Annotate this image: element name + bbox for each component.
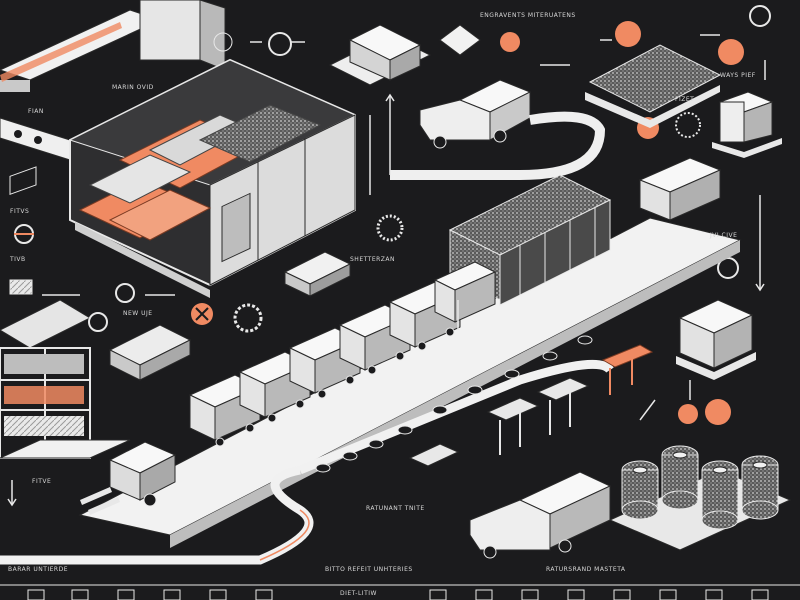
left-tag-1: FIAN xyxy=(28,108,44,115)
left-tag-2: FITVS xyxy=(10,208,30,215)
forklift xyxy=(80,441,177,515)
container-train xyxy=(188,261,497,447)
bottom-left-caption: BARAR UNTIERDE xyxy=(8,566,69,573)
conveyor-boxes-right xyxy=(638,157,722,221)
left-icons xyxy=(9,166,37,295)
gravel-pallet xyxy=(585,44,722,128)
status-icons xyxy=(88,214,404,333)
flow-arrows xyxy=(7,34,766,507)
warehouse-caption: MARIN OVID xyxy=(112,84,154,91)
delivery-truck-top xyxy=(419,79,532,149)
overhead-gantry xyxy=(0,0,226,161)
footer-strip xyxy=(0,584,800,600)
warehouse xyxy=(68,58,357,298)
right-tag-2: FIZET xyxy=(675,96,695,103)
right-tag-1: WAYS PIEF xyxy=(720,72,756,79)
coil-stacks xyxy=(608,445,792,551)
right-box-stack xyxy=(712,91,782,158)
top-icons xyxy=(213,5,771,425)
bottom-right-caption: RATURSRAND MASTETA xyxy=(546,566,626,573)
right-tag-3: JVI CIVE xyxy=(710,232,738,239)
tray-stack xyxy=(108,324,192,381)
bottom-center-caption: RATUNANT TNITE xyxy=(366,505,425,512)
route-markers xyxy=(315,335,593,473)
bottom-mid-caption: BITTO REFEIT UNHTERIES xyxy=(325,566,413,573)
parcel-group-center xyxy=(283,251,352,297)
top-right-caption: ENGRAVENTS MITERUATENS xyxy=(480,12,576,19)
left-tag-3: TIVB xyxy=(10,256,26,263)
lumber-stands xyxy=(408,344,654,467)
delivery-truck-bottom xyxy=(469,471,612,559)
rack-tag: FITVE xyxy=(32,478,52,485)
center-caption: SHETTERZAN xyxy=(350,256,395,263)
right-crate xyxy=(676,299,756,380)
orange-goods-stack xyxy=(78,104,322,241)
footer-caption: DIET-LITIW xyxy=(340,590,377,597)
mid-tag: NEW UJE xyxy=(123,310,153,317)
pallet-boxes-top xyxy=(328,24,432,86)
conveyor-belt-upper xyxy=(390,111,606,180)
